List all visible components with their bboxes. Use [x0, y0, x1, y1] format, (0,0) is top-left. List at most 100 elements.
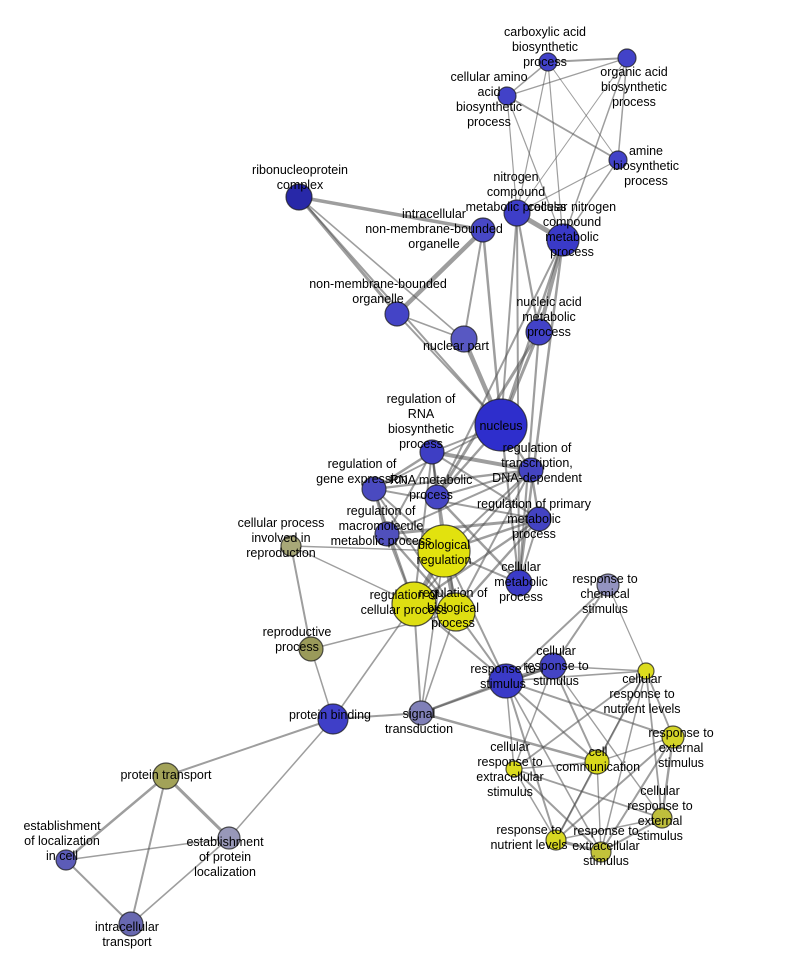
edge-rtrx-rmac [386, 469, 532, 535]
edge-rsti-rexc [505, 680, 602, 853]
node-breg[interactable] [417, 524, 471, 578]
edge-celn-cmet [517, 238, 565, 585]
node-crex[interactable] [505, 760, 523, 778]
edge-crst-ccom [552, 665, 598, 763]
node-cama[interactable] [497, 86, 517, 106]
node-nitr[interactable] [503, 199, 531, 227]
node-crbx[interactable] [538, 52, 558, 72]
node-rchm[interactable] [596, 573, 620, 597]
edge-crbx-nitr [516, 61, 549, 214]
node-crxt[interactable] [651, 807, 673, 829]
node-rnam[interactable] [424, 484, 450, 510]
edge-eloc-eprl [65, 837, 230, 861]
edge-orga-amin [617, 57, 628, 161]
node-celn[interactable] [546, 223, 580, 257]
edge-crst-crex [513, 665, 554, 770]
edge-rext-rexc [600, 736, 674, 853]
node-pbin[interactable] [317, 703, 349, 735]
node-ribo[interactable] [285, 183, 313, 211]
edge-rchm-crst [552, 584, 609, 667]
edge-rtrx-rcel [413, 469, 532, 605]
node-ptra[interactable] [152, 762, 180, 790]
edge-inmb-nmbo [394, 227, 486, 317]
edge-repr-rbio [310, 611, 457, 650]
edge-cprr-repr [290, 545, 312, 650]
node-rmac[interactable] [374, 521, 400, 547]
edge-pbin-ptra [165, 718, 334, 777]
node-repr[interactable] [298, 636, 324, 662]
edge-eprl-pbin [228, 718, 334, 839]
node-cprr[interactable] [280, 535, 302, 557]
node-nuac[interactable] [525, 318, 553, 346]
edge-crbx-celn [547, 61, 564, 241]
node-label-ptra: protein transport [120, 768, 212, 782]
edge-celn-rnam [436, 239, 564, 498]
node-rcel[interactable] [391, 581, 437, 627]
edge-ribo-nupa [298, 196, 465, 340]
node-sigt[interactable] [408, 700, 434, 726]
node-crst[interactable] [539, 652, 567, 680]
node-orga[interactable] [617, 48, 637, 68]
edge-rnut-crxt [555, 817, 663, 841]
node-rbio[interactable] [436, 592, 476, 632]
edge-rexc-crxt [600, 817, 663, 853]
edge-nuac-cmet [517, 330, 541, 585]
node-rrna[interactable] [419, 439, 445, 465]
edge-crnu-rext [645, 670, 674, 738]
edge-rcel-pbin [332, 603, 415, 720]
node-rext[interactable] [661, 725, 685, 749]
node-eloc[interactable] [55, 849, 77, 871]
node-rsti[interactable] [488, 663, 524, 699]
edge-ribo-inmb [297, 195, 485, 232]
node-ccom[interactable] [584, 749, 610, 775]
node-rnut[interactable] [545, 829, 567, 851]
node-nmbo[interactable] [384, 301, 410, 327]
node-rtrx[interactable] [518, 457, 544, 483]
edge-crbx-amin [547, 61, 619, 161]
edge-orga-cama [506, 57, 628, 97]
edge-rchm-rsti [505, 584, 609, 682]
nodes-layer [55, 48, 685, 937]
edge-breg-sigt [420, 550, 445, 714]
node-nucl[interactable] [474, 398, 528, 452]
edge-rext-rnut [555, 736, 674, 841]
edge-ccom-rnut [555, 761, 598, 841]
edge-crnu-crxt [645, 670, 663, 819]
edge-rtrx-rgex [372, 468, 533, 491]
node-rgex[interactable] [361, 476, 387, 502]
node-amin[interactable] [608, 150, 628, 170]
node-rexc[interactable] [590, 841, 612, 863]
node-nupa[interactable] [450, 325, 478, 353]
edge-rpri-rmac [385, 517, 541, 536]
node-inmb[interactable] [470, 217, 496, 243]
edge-ptra-itra [130, 775, 167, 925]
edge-orga-celn [562, 57, 628, 241]
edge-rsti-rnut [505, 680, 557, 841]
edge-eloc-itra [65, 859, 132, 925]
node-rpri[interactable] [526, 506, 552, 532]
node-cmet[interactable] [505, 569, 533, 597]
edge-crex-ccom [513, 761, 598, 770]
node-eprl[interactable] [217, 826, 241, 850]
node-crnu[interactable] [637, 662, 655, 680]
edge-rext-ccom [596, 736, 674, 763]
node-itra[interactable] [118, 911, 144, 937]
edge-rpri-rbio [454, 517, 541, 614]
edge-orga-nitr [516, 57, 628, 214]
